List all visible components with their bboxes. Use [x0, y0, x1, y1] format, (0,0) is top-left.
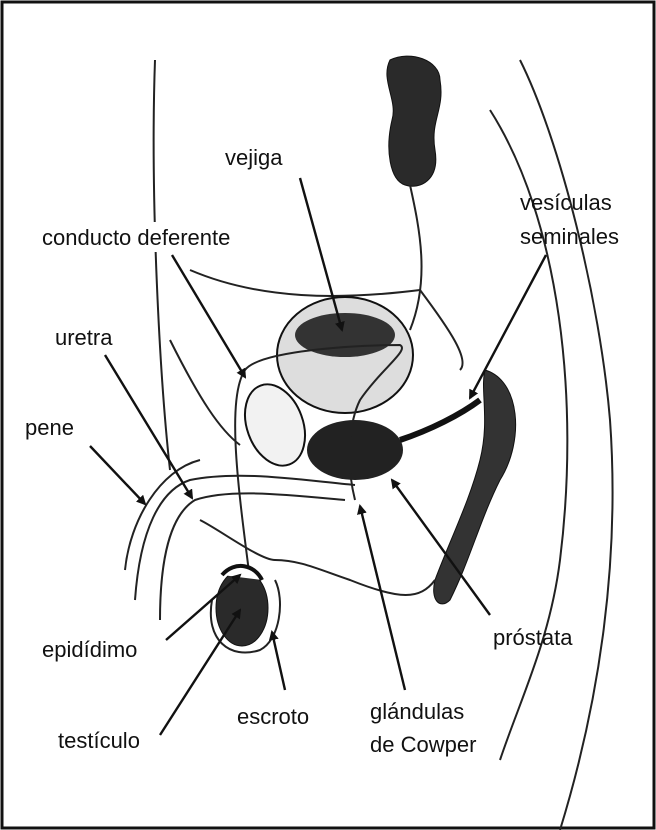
- label-pene: pene: [25, 415, 74, 440]
- label-vesiculas-2: seminales: [520, 224, 619, 249]
- arrow-vejiga: [298, 177, 345, 332]
- anatomy-drawing: [124, 55, 614, 830]
- arrow-vesiculas-seminales: [468, 254, 548, 400]
- arrow-prostata: [390, 478, 491, 616]
- arrow-glandulas-cowper: [357, 504, 407, 691]
- arrow-escroto: [268, 630, 287, 691]
- label-epididimo: epidídimo: [42, 637, 137, 662]
- labels: vejiga conducto deferente vesículas semi…: [25, 142, 619, 757]
- label-cowper-1: glándulas: [370, 699, 464, 724]
- arrow-epididimo: [165, 573, 242, 641]
- prostate: [307, 420, 403, 480]
- seminal-vesicle: [399, 397, 482, 443]
- rectum-lower: [433, 369, 517, 605]
- arrow-conducto-deferente: [170, 254, 247, 379]
- label-uretra: uretra: [55, 325, 113, 350]
- arrow-uretra: [103, 354, 194, 500]
- pubic-bone: [244, 383, 306, 467]
- label-conducto-deferente: conducto deferente: [42, 225, 230, 250]
- arrow-testiculo: [158, 608, 242, 736]
- label-escroto: escroto: [237, 704, 309, 729]
- label-vesiculas-1: vesículas: [520, 190, 612, 215]
- label-prostata: próstata: [493, 625, 573, 650]
- epididymis: [220, 564, 264, 582]
- label-cowper-2: de Cowper: [370, 732, 476, 757]
- label-testiculo: testículo: [58, 728, 140, 753]
- arrow-pene: [89, 445, 147, 506]
- label-vejiga: vejiga: [225, 145, 283, 170]
- pointer-arrows: [89, 177, 548, 736]
- rectum: [386, 55, 442, 187]
